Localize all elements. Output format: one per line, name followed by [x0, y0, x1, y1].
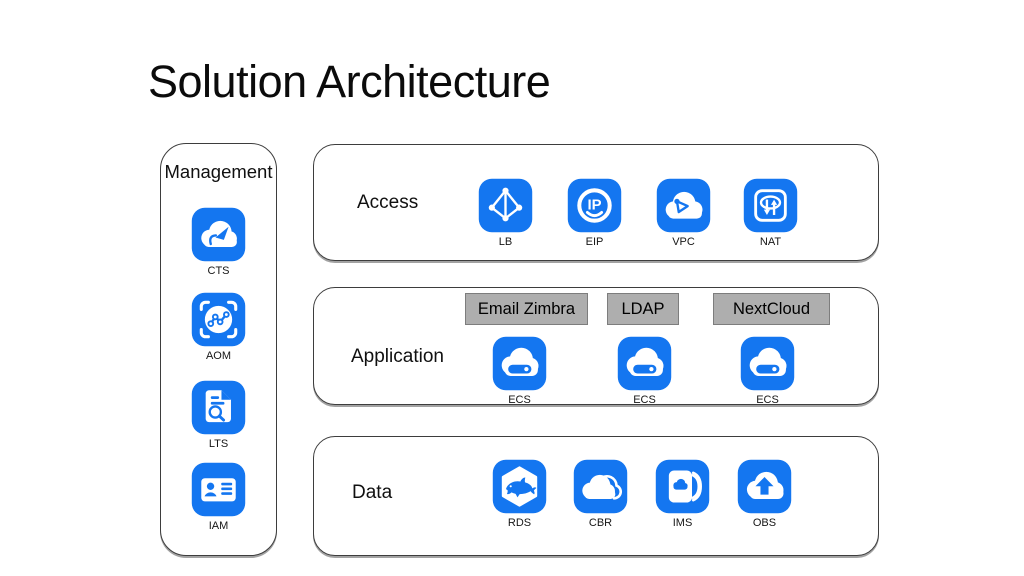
application-item-ecs-2: ECS	[616, 335, 673, 406]
data-item-obs: OBS	[736, 458, 793, 529]
management-item-iam: IAM	[190, 461, 247, 532]
management-item-aom: AOM	[190, 291, 247, 362]
app-tag-email-zimbra: Email Zimbra	[465, 293, 588, 325]
ecs-server-icon	[616, 335, 673, 392]
icon-caption-lb: LB	[498, 236, 513, 248]
application-item-ecs-3: ECS	[739, 335, 796, 406]
vpc-cloud-icon	[655, 177, 712, 234]
obs-storage-icon	[736, 458, 793, 515]
load-balancer-icon	[477, 177, 534, 234]
management-panel-label: Management	[164, 161, 273, 182]
data-item-ims: IMS	[654, 458, 711, 529]
icon-caption-eip: EIP	[585, 236, 604, 248]
data-item-cbr: CBR	[572, 458, 629, 529]
icon-caption-vpc: VPC	[672, 236, 695, 248]
ecs-server-icon	[491, 335, 548, 392]
application-layer-label: Application	[351, 346, 444, 367]
icon-caption-lts: LTS	[208, 438, 229, 450]
icon-caption-ims: IMS	[672, 517, 693, 529]
ims-image-icon	[654, 458, 711, 515]
icon-caption-iam: IAM	[208, 520, 229, 532]
ecs-server-icon	[739, 335, 796, 392]
cbr-backup-icon	[572, 458, 629, 515]
icon-caption-aom: AOM	[205, 350, 232, 362]
app-tag-nextcloud: NextCloud	[713, 293, 830, 325]
nat-gateway-icon	[742, 177, 799, 234]
data-layer-label: Data	[352, 482, 393, 503]
icon-caption-nat: NAT	[759, 236, 782, 248]
access-item-vpc: VPC	[655, 177, 712, 248]
application-item-ecs-1: ECS	[491, 335, 548, 406]
access-layer-label: Access	[357, 192, 419, 213]
rds-database-icon	[491, 458, 548, 515]
icon-caption-ecs-1: ECS	[508, 394, 531, 406]
cts-cloud-trace-icon	[190, 206, 247, 263]
access-item-nat: NAT	[742, 177, 799, 248]
page-title: Solution Architecture	[148, 56, 551, 107]
icon-caption-ecs-3: ECS	[756, 394, 779, 406]
lts-log-icon	[190, 379, 247, 436]
icon-caption-cts: CTS	[207, 265, 230, 277]
icon-caption-rds: RDS	[507, 517, 532, 529]
icon-caption-obs: OBS	[752, 517, 777, 529]
icon-caption-ecs-2: ECS	[633, 394, 656, 406]
iam-identity-icon	[190, 461, 247, 518]
aom-monitor-icon	[190, 291, 247, 348]
access-item-lb: LB	[477, 177, 534, 248]
app-tag-ldap: LDAP	[607, 293, 679, 325]
management-item-lts: LTS	[190, 379, 247, 450]
elastic-ip-icon	[566, 177, 623, 234]
data-item-rds: RDS	[491, 458, 548, 529]
icon-caption-cbr: CBR	[588, 517, 613, 529]
access-item-eip: EIP	[566, 177, 623, 248]
management-item-cts: CTS	[190, 206, 247, 277]
